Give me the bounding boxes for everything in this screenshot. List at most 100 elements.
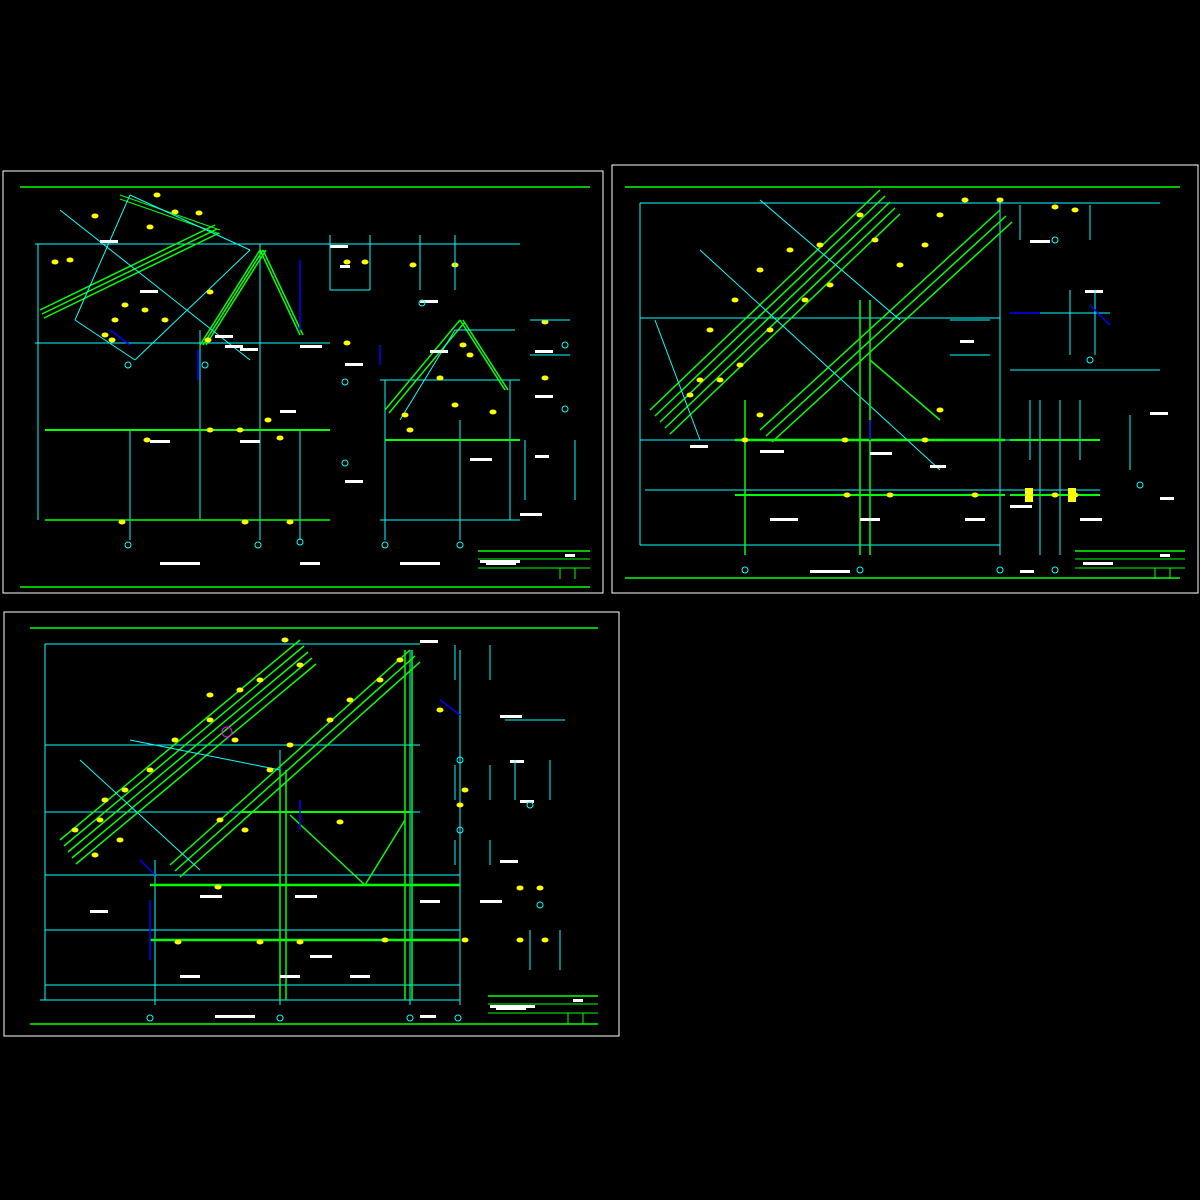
bolt-mark xyxy=(706,327,714,333)
text-label xyxy=(200,895,222,898)
bolt-mark xyxy=(731,297,739,303)
text-label xyxy=(770,518,798,521)
gusset-outline xyxy=(129,194,251,251)
text-label xyxy=(496,1007,526,1010)
text-label xyxy=(280,975,300,978)
text-label xyxy=(330,245,348,248)
bolt-mark xyxy=(971,492,979,498)
bolt-mark xyxy=(153,192,161,198)
bolt-mark xyxy=(276,435,284,441)
grid-bubble xyxy=(296,538,304,546)
bolt-mark xyxy=(936,407,944,413)
member-line xyxy=(59,639,301,841)
bolt-mark xyxy=(118,519,126,525)
text-label xyxy=(1030,240,1050,243)
bolt-mark xyxy=(256,939,264,945)
text-label xyxy=(180,975,200,978)
bolt-mark xyxy=(266,767,274,773)
grid-bubble xyxy=(526,801,534,809)
text-label xyxy=(400,562,440,565)
bolt-mark xyxy=(716,377,724,383)
bolt-mark xyxy=(326,717,334,723)
member-line xyxy=(71,657,313,859)
member-line xyxy=(205,249,267,346)
text-label xyxy=(1080,518,1102,521)
dimension-line xyxy=(109,329,131,346)
bolt-mark xyxy=(1051,492,1059,498)
text-label xyxy=(500,860,518,863)
bolt-mark xyxy=(459,342,467,348)
grid-line xyxy=(654,319,701,441)
text-label xyxy=(565,554,575,557)
gusset-outline xyxy=(74,319,136,361)
grid-bubble xyxy=(1136,481,1144,489)
bolt-mark xyxy=(696,377,704,383)
bolt-mark xyxy=(886,492,894,498)
bolt-mark xyxy=(801,297,809,303)
grid-line xyxy=(79,759,201,871)
member-line xyxy=(654,195,886,417)
gusset-outline xyxy=(134,249,251,361)
member-line xyxy=(759,209,1001,431)
grid-bubble xyxy=(341,459,349,467)
member-line xyxy=(649,189,881,411)
bolt-mark xyxy=(195,210,203,216)
text-label xyxy=(240,440,260,443)
bolt-mark xyxy=(204,337,212,343)
bolt-mark xyxy=(296,662,304,668)
text-label xyxy=(420,900,440,903)
grid-line xyxy=(399,329,456,421)
bolt-mark xyxy=(206,692,214,698)
grid-bubble xyxy=(276,1014,284,1022)
text-label xyxy=(280,410,296,413)
bolt-mark xyxy=(264,417,272,423)
text-label xyxy=(295,895,317,898)
bolt-mark xyxy=(161,317,169,323)
text-label xyxy=(870,452,892,455)
bolt-mark xyxy=(286,742,294,748)
text-label xyxy=(470,458,492,461)
text-label xyxy=(573,999,583,1002)
bolt-mark xyxy=(71,827,79,833)
brace xyxy=(289,814,366,886)
text-label xyxy=(520,513,542,516)
drawing-sheet-3 xyxy=(3,611,620,1037)
text-label xyxy=(300,345,322,348)
grid-bubble xyxy=(456,541,464,549)
bolt-mark xyxy=(841,437,849,443)
bolt-mark xyxy=(214,884,222,890)
bolt-mark xyxy=(146,224,154,230)
member-line xyxy=(169,649,411,866)
grid-bubble xyxy=(536,901,544,909)
bolt-mark xyxy=(66,257,74,263)
bolt-mark xyxy=(489,409,497,415)
grid-bubble xyxy=(418,299,426,307)
flange-mark xyxy=(1025,488,1033,502)
member-line xyxy=(199,249,261,346)
text-label xyxy=(1083,562,1113,565)
member-line xyxy=(664,207,896,429)
grid-bubble xyxy=(996,566,1004,574)
bolt-mark xyxy=(401,412,409,418)
bolt-mark xyxy=(461,937,469,943)
dimension-line xyxy=(1089,304,1111,326)
member-line xyxy=(659,201,891,423)
text-label xyxy=(340,265,350,268)
bolt-mark xyxy=(171,737,179,743)
text-label xyxy=(480,560,520,563)
member-line xyxy=(41,228,218,315)
bolt-mark xyxy=(346,697,354,703)
bolt-mark xyxy=(381,937,389,943)
bolt-mark xyxy=(101,332,109,338)
bolt-mark xyxy=(143,437,151,443)
bolt-mark xyxy=(843,492,851,498)
bolt-mark xyxy=(536,885,544,891)
bolt-mark xyxy=(171,209,179,215)
grid-bubble xyxy=(1086,356,1094,364)
sheet-border xyxy=(2,170,604,594)
sheet-border xyxy=(611,164,1199,594)
bolt-mark xyxy=(206,289,214,295)
bolt-mark xyxy=(541,937,549,943)
text-label xyxy=(225,345,243,348)
